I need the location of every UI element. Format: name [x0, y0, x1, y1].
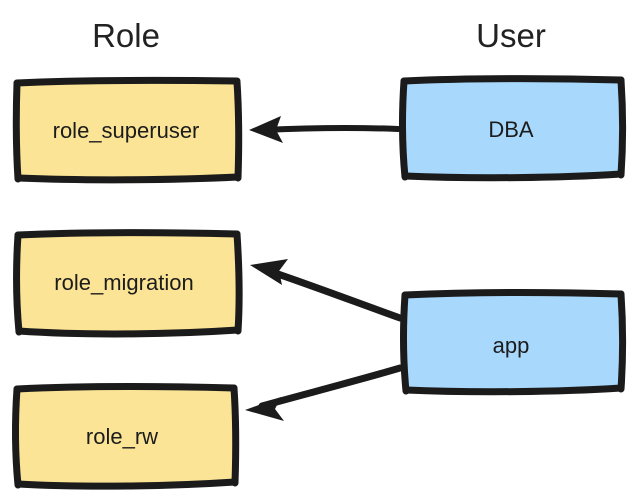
- edge-app-migration-arrowhead: [250, 259, 288, 285]
- dba-edge-top: [400, 75, 625, 85]
- role-rw-edge-right: [230, 384, 240, 487]
- edge-app-rw-arrowhead: [245, 397, 284, 421]
- dba-edge-left: [399, 77, 409, 181]
- role-migration-fill: [19, 233, 238, 332]
- node-dba[interactable]: DBA: [399, 75, 626, 182]
- role-superuser-edge-left: [12, 79, 22, 183]
- role-superuser-fill: [18, 81, 238, 179]
- role-superuser-edge-top: [13, 76, 241, 87]
- dba-edge-right: [617, 76, 626, 179]
- role-migration-edge-left: [13, 231, 23, 336]
- edge-dba-line: [260, 124, 401, 133]
- app-edge-top: [401, 289, 625, 299]
- node-role-migration[interactable]: role_migration: [13, 229, 243, 338]
- role-superuser-edge-right: [233, 78, 243, 182]
- app-fill: [406, 293, 621, 390]
- role-migration-edge-top: [14, 229, 241, 239]
- node-app[interactable]: app: [400, 289, 626, 396]
- dba-label: DBA: [488, 117, 534, 142]
- column-header-user: User: [476, 17, 546, 54]
- column-header-role: Role: [92, 17, 160, 54]
- role-superuser-label: role_superuser: [53, 118, 200, 143]
- role-rw-edge-left: [12, 385, 22, 489]
- edge-app-rw-line: [258, 364, 404, 410]
- role-rw-label: role_rw: [86, 424, 158, 449]
- role-rw-fill: [18, 387, 235, 484]
- role-rw-edge-top: [13, 383, 238, 393]
- dba-fill: [405, 80, 621, 176]
- app-edge-right: [617, 290, 626, 393]
- app-edge-left: [400, 291, 410, 395]
- edge-app-to-role-rw[interactable]: [245, 364, 404, 421]
- app-edge-bottom: [402, 384, 625, 396]
- edge-dba-arrowhead: [249, 116, 283, 143]
- role-migration-edge-right: [233, 230, 243, 335]
- node-role-rw[interactable]: role_rw: [12, 383, 240, 490]
- role-migration-label: role_migration: [54, 270, 193, 295]
- app-label: app: [493, 333, 530, 358]
- role-migration-edge-bottom: [15, 326, 242, 338]
- dba-edge-bottom: [401, 170, 625, 182]
- edge-app-to-role-migration[interactable]: [250, 259, 404, 322]
- node-role-superuser[interactable]: role_superuser: [12, 76, 243, 184]
- role-rw-edge-bottom: [14, 478, 239, 490]
- edge-app-migration-line: [262, 266, 404, 322]
- role-superuser-edge-bottom: [14, 173, 242, 184]
- edge-dba-to-role-superuser[interactable]: [249, 116, 401, 143]
